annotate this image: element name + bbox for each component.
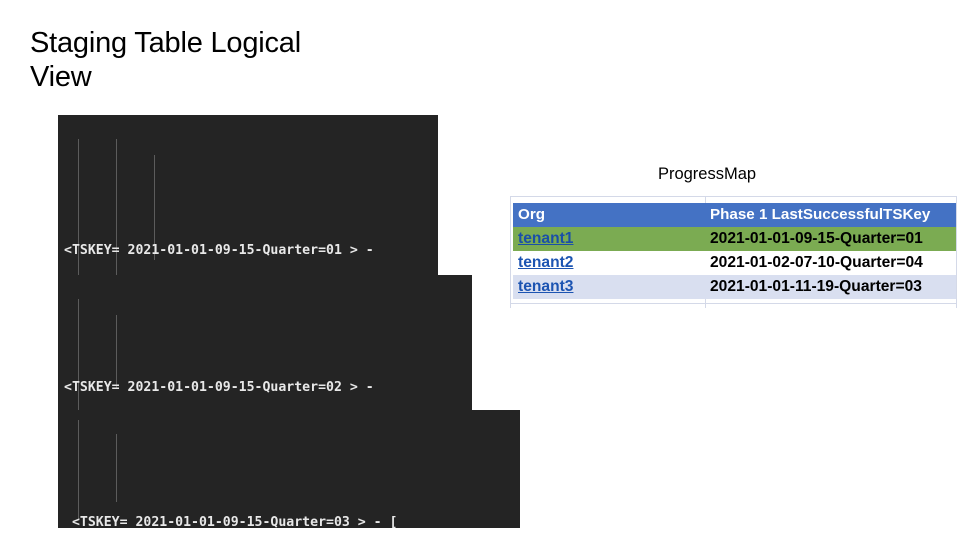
table-row[interactable]: tenant3 2021-01-01-11-19-Quarter=03 (513, 275, 956, 299)
indent-guide-icon (116, 434, 117, 502)
tenant-link[interactable]: tenant1 (518, 229, 574, 247)
column-header-org: Org (513, 203, 705, 227)
table-header-row: Org Phase 1 LastSuccessfulTSKey (513, 203, 956, 227)
table-cell-org: tenant1 (513, 227, 705, 251)
indent-guide-icon (116, 315, 117, 388)
table-cell-org: tenant2 (513, 251, 705, 275)
table-cell-tskey: 2021-01-01-11-19-Quarter=03 (705, 275, 956, 299)
tenant-link[interactable]: tenant3 (518, 277, 574, 295)
table-row[interactable]: tenant1 2021-01-01-09-15-Quarter=01 (513, 227, 956, 251)
code-line-text: <TSKEY= 2021-01-01-09-15-Quarter=03 > - … (64, 515, 398, 528)
table-cell-tskey: 2021-01-02-07-10-Quarter=04 (705, 251, 956, 275)
tenant-link[interactable]: tenant2 (518, 253, 574, 271)
table-cell-org: tenant3 (513, 275, 705, 299)
indent-guide-icon (154, 155, 155, 260)
indent-guide-icon (78, 420, 79, 520)
code-line: <TSKEY= 2021-01-01-09-15-Quarter=01 > - (64, 239, 438, 262)
code-block-quarter-01: <TSKEY= 2021-01-01-09-15-Quarter=01 > - … (58, 115, 438, 275)
code-block-quarter-02: <TSKEY= 2021-01-01-09-15-Quarter=02 > - … (58, 275, 472, 410)
table-row[interactable]: tenant2 2021-01-02-07-10-Quarter=04 (513, 251, 956, 275)
grid-line (510, 196, 957, 197)
indent-guide-icon (78, 139, 79, 275)
page-title: Staging Table Logical View (30, 27, 301, 94)
code-block-quarter-03: <TSKEY= 2021-01-01-09-15-Quarter=03 > - … (58, 410, 520, 528)
indent-guide-icon (78, 299, 79, 410)
code-line: <TSKEY= 2021-01-01-09-15-Quarter=02 > - (64, 376, 472, 399)
progressmap-table: Org Phase 1 LastSuccessfulTSKey tenant1 … (513, 203, 956, 299)
indent-guide-icon (116, 139, 117, 275)
code-line: <TSKEY= 2021-01-01-09-15-Quarter=03 > - … (64, 511, 520, 528)
column-header-tskey: Phase 1 LastSuccessfulTSKey (705, 203, 956, 227)
progressmap-caption: ProgressMap (657, 165, 757, 183)
table-cell-tskey: 2021-01-01-09-15-Quarter=01 (705, 227, 956, 251)
code-line-text: <TSKEY= 2021-01-01-09-15-Quarter=01 > - (64, 243, 374, 258)
code-line-text: <TSKEY= 2021-01-01-09-15-Quarter=02 > - (64, 380, 374, 395)
grid-line (510, 196, 511, 308)
grid-line (956, 196, 957, 308)
grid-line (510, 303, 957, 304)
